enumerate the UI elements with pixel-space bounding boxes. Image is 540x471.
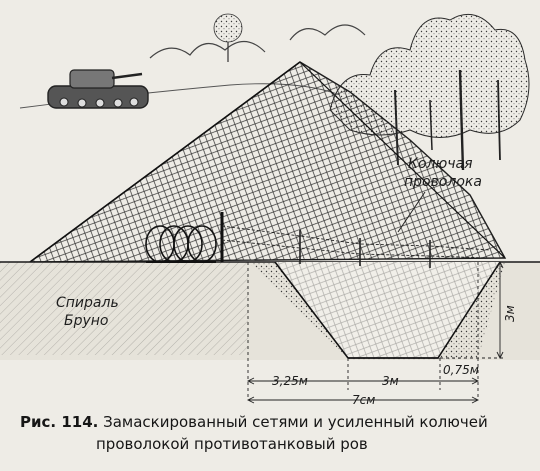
dimension-right-bank: 0,75м <box>443 363 479 377</box>
barbed-wire-label-line2: проволока <box>404 174 482 190</box>
figure-caption: Рис. 114. Замаскированный сетями и усиле… <box>0 408 540 468</box>
caption-figure-number: Рис. 114. <box>20 413 99 431</box>
camouflage-net <box>27 61 507 263</box>
caption-line-1: Замаскированный сетями и усиленный колюч… <box>103 413 488 431</box>
spiral-label-line1: Спираль <box>56 295 119 311</box>
tank-icon <box>47 69 149 109</box>
dimension-left-bank: 3,25м <box>272 374 308 388</box>
horizon-trees <box>149 13 366 62</box>
caption-line-2: проволокой противотанковый ров <box>96 435 368 453</box>
barbed-wire-stakes <box>220 212 491 268</box>
diagram-figure: Колючая проволока Спираль Бруно 3,25м 3м… <box>0 13 540 404</box>
barbed-wire-label-line1: Колючая <box>408 156 473 172</box>
anti-tank-ditch <box>248 261 505 360</box>
dimension-total: 7см <box>352 393 375 404</box>
dimension-depth: 3м <box>503 305 517 322</box>
bruno-spiral <box>145 225 217 263</box>
dimension-lines <box>246 260 506 404</box>
tree-line <box>329 13 530 171</box>
spiral-label-line2: Бруно <box>64 313 109 329</box>
dimension-ditch-width: 3м <box>382 374 399 388</box>
